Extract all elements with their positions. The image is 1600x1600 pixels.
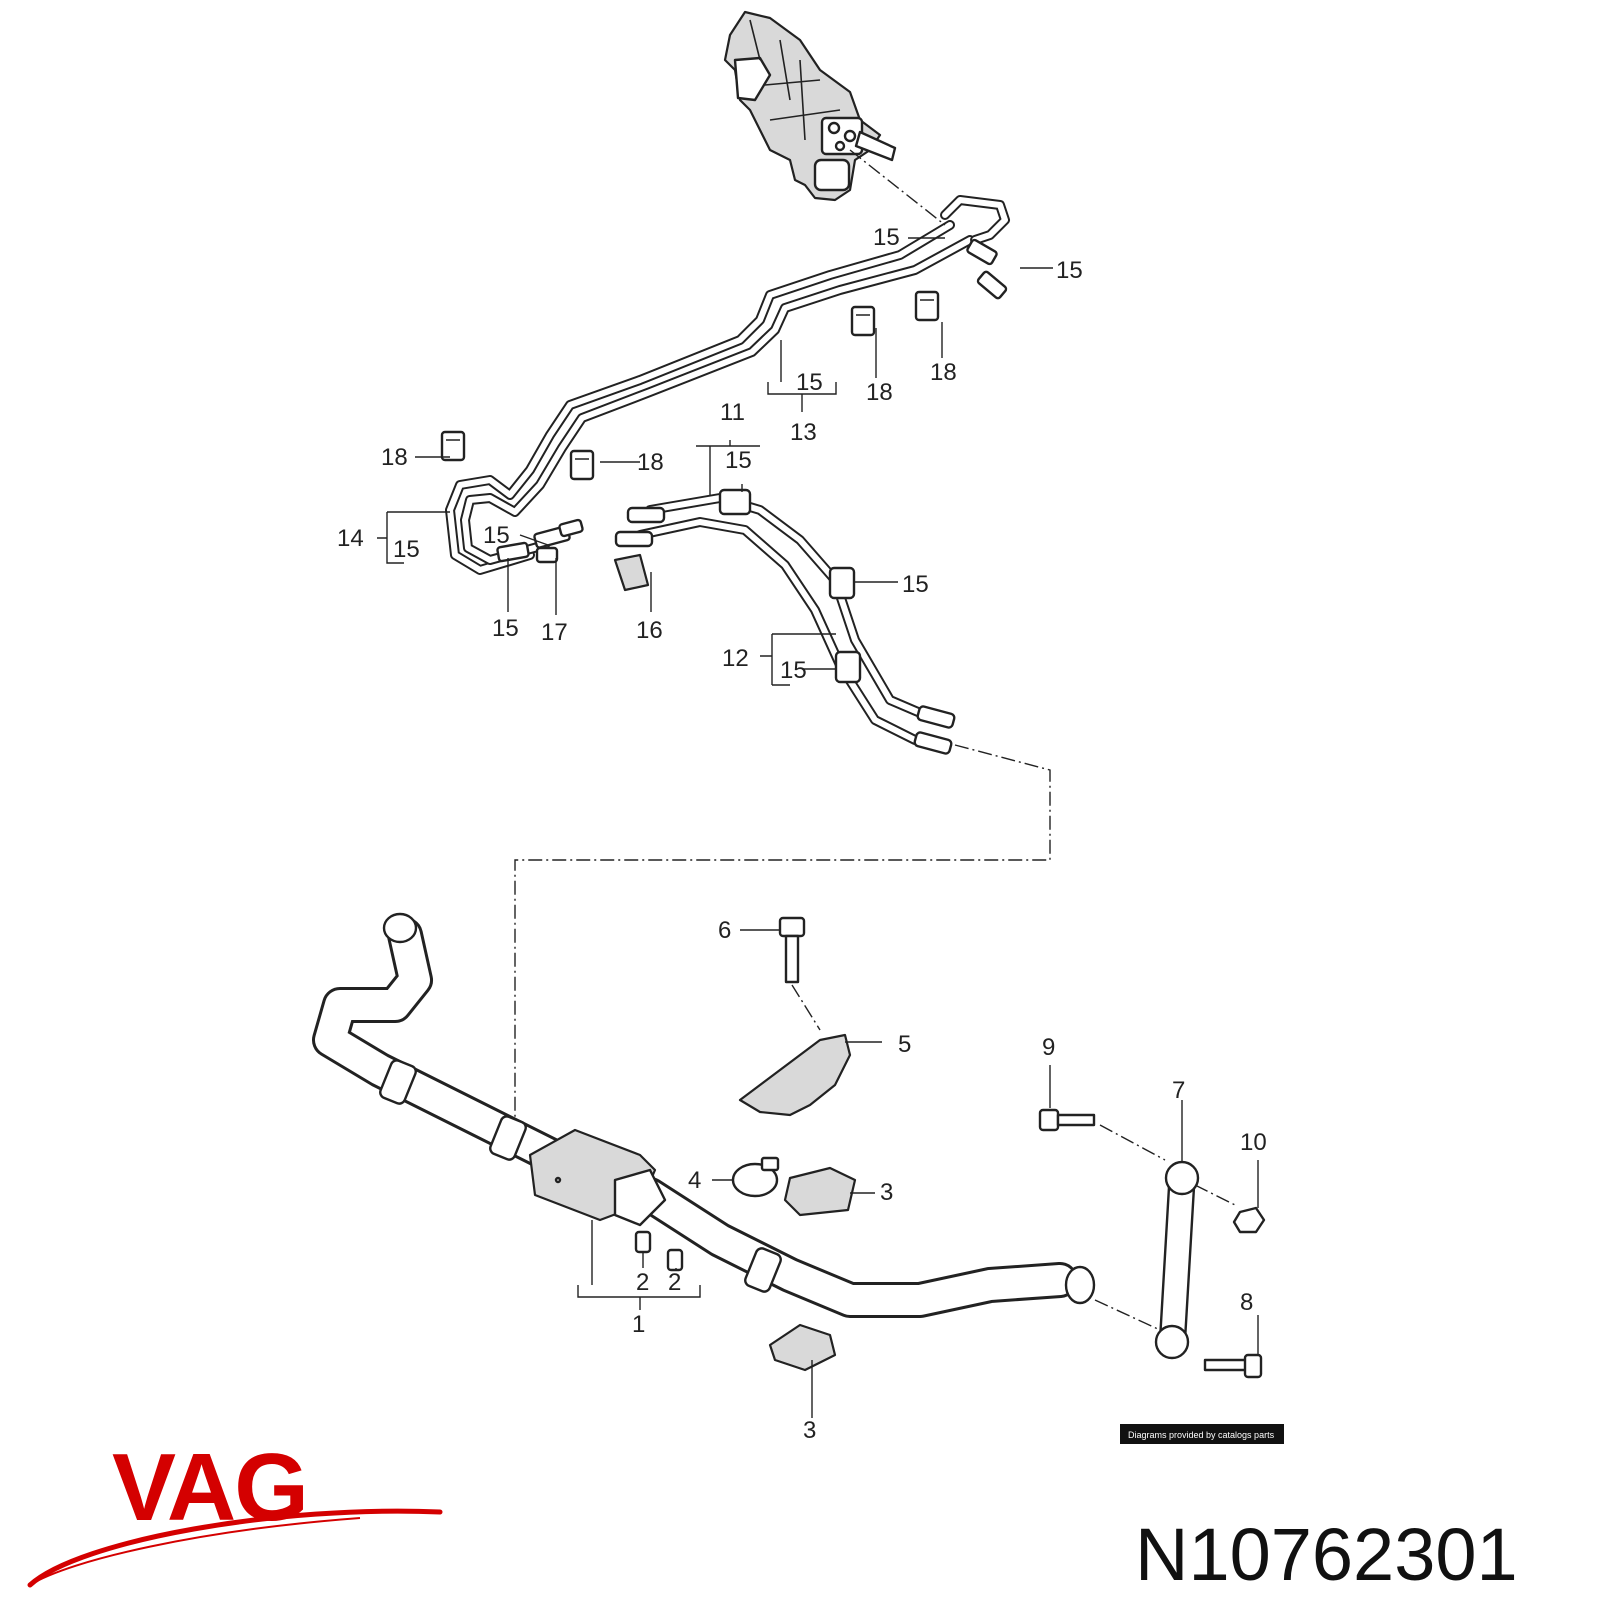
- stabilizer-bar-icon: [312, 912, 1096, 1318]
- hose-icon: [614, 488, 956, 755]
- bushing-icon: [768, 1323, 837, 1372]
- callout-6: 6: [718, 917, 731, 944]
- callout-13: 13: [790, 419, 817, 446]
- callout-15: 15: [780, 657, 807, 684]
- bolt-icon: [1203, 1353, 1263, 1379]
- credit-text: Diagrams provided by catalogs parts: [1128, 1430, 1275, 1440]
- leader-lines: [377, 237, 1259, 1418]
- callout-15: 15: [492, 615, 519, 642]
- part-number: N10762301: [1135, 1513, 1518, 1596]
- callout-15: 15: [902, 571, 929, 598]
- sleeve-icon: [613, 553, 650, 592]
- callout-18: 18: [637, 449, 664, 476]
- callout-18: 18: [930, 359, 957, 386]
- callout-3: 3: [803, 1417, 816, 1444]
- nut-icon: [1232, 1206, 1266, 1234]
- callout-labels: 15 15 18 18 15 13 11 15 18 18 14 15 15 1…: [337, 224, 1267, 1444]
- credit-badge: [1120, 1424, 1284, 1444]
- callout-10: 10: [1240, 1129, 1267, 1156]
- callout-15: 15: [725, 447, 752, 474]
- callout-5: 5: [898, 1031, 911, 1058]
- clip-icon: [440, 290, 940, 481]
- bushing-icon: [783, 1166, 857, 1217]
- coupling-link-icon: [1154, 1160, 1200, 1360]
- hydraulic-valve-block-icon: [723, 10, 897, 202]
- callout-11: 11: [720, 399, 745, 426]
- callout-4: 4: [688, 1167, 701, 1194]
- bracket-icon: [738, 1033, 852, 1117]
- callout-14: 14: [337, 525, 364, 552]
- callout-15: 15: [1056, 257, 1083, 284]
- callout-9: 9: [1042, 1034, 1055, 1061]
- valve-centerline: [849, 149, 946, 226]
- callout-2: 2: [668, 1269, 681, 1296]
- bleed-screw-icon: [634, 1230, 684, 1272]
- callout-15: 15: [796, 369, 823, 396]
- callout-15: 15: [393, 536, 420, 563]
- brake-line-assembly: [445, 195, 1010, 575]
- bolt-icon: [778, 916, 806, 984]
- callout-18: 18: [866, 379, 893, 406]
- callout-16: 16: [636, 617, 663, 644]
- callout-15: 15: [483, 522, 510, 549]
- clamp-icon: [731, 1156, 780, 1198]
- callout-1: 1: [632, 1311, 645, 1338]
- callout-3: 3: [880, 1179, 893, 1206]
- bolt-icon: [1038, 1108, 1096, 1132]
- vag-logo: VAG: [27, 1434, 443, 1588]
- callout-18: 18: [381, 444, 408, 471]
- callout-8: 8: [1240, 1289, 1253, 1316]
- brand-logo-text: VAG: [112, 1434, 307, 1541]
- callout-7: 7: [1172, 1077, 1185, 1104]
- callout-17: 17: [541, 619, 568, 646]
- callout-12: 12: [722, 645, 749, 672]
- callout-2: 2: [636, 1269, 649, 1296]
- pipe-fitting-icon: [496, 238, 1008, 564]
- callout-15: 15: [873, 224, 900, 251]
